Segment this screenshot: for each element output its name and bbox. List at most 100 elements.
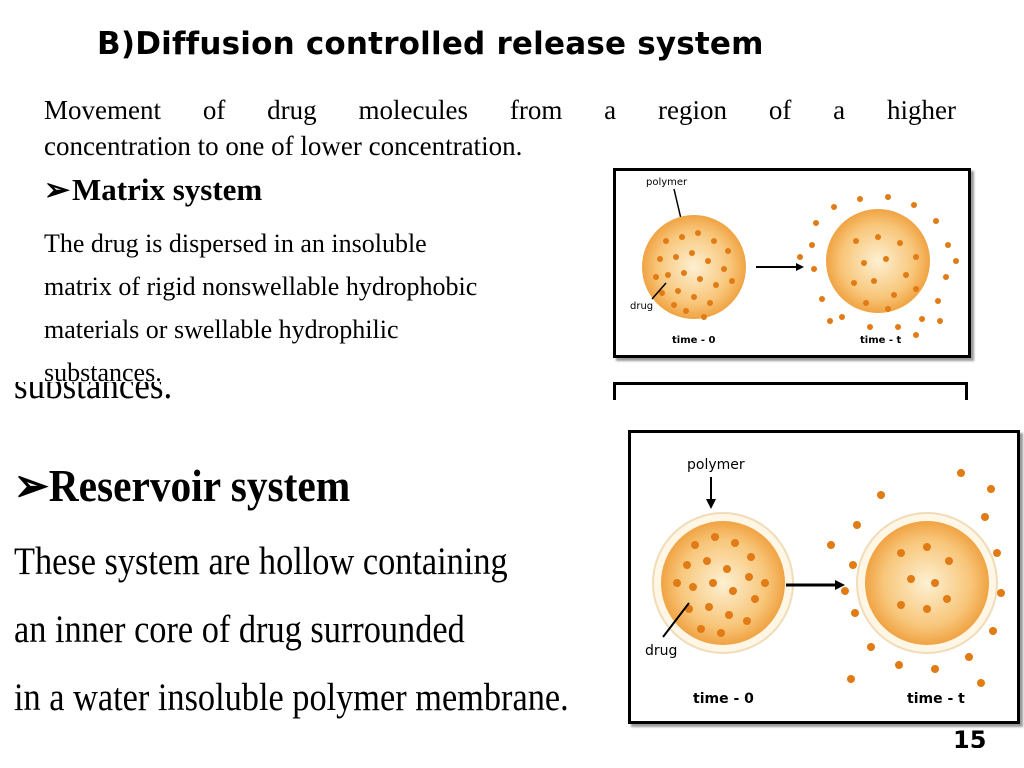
drug-dot [849,561,857,569]
reservoir-heading: ➢Reservoir system [14,458,350,512]
drug-dot [885,194,891,200]
drug-dot [673,254,679,260]
drug-dot [731,539,739,547]
drug-dots-time0 [673,533,769,637]
slide-title: B)Diffusion controlled release system [97,26,764,62]
drug-dot [931,665,939,673]
drug-dot [875,234,881,240]
drug-dot [797,254,803,260]
reservoir-desc-line: an inner core of drug surrounded [14,608,465,651]
drug-dot [725,611,733,619]
drug-dot [913,254,919,260]
drug-dot [923,605,931,613]
drug-dot [981,513,989,521]
drug-dot [883,256,889,262]
reservoir-figure: polymer drug time - 0 time - t [628,430,1020,724]
drug-label: drug [630,301,653,312]
drug-dot [729,587,737,595]
matrix-heading-text: Matrix system [71,172,263,207]
drug-dot [717,629,725,637]
drug-dot [895,324,901,330]
drug-dot [751,595,759,603]
drug-dot [657,256,663,262]
drug-dot [997,589,1005,597]
intro-line-2: concentration to one of lower concentrat… [44,131,523,161]
drug-dot [945,242,951,248]
drug-dot [891,292,897,298]
drug-dot [871,278,877,284]
drug-dot [725,248,731,254]
transition-arrow-head [835,580,845,590]
drug-dot [993,549,1001,557]
drug-dot [861,260,867,266]
time0-label: time - 0 [693,691,754,707]
drug-pointer [651,282,667,300]
matrix-desc-line: matrix of rigid nonswellable hydrophobic [44,272,478,301]
drug-dot [935,298,941,304]
drug-dot [691,541,699,549]
drug-dot [663,238,669,244]
page-number: 15 [953,728,987,748]
drug-dot [867,643,875,651]
drug-dot [711,238,717,244]
bullet-arrow-icon: ➢ [14,460,49,511]
drug-dot [877,491,885,499]
drug-dot [679,234,685,240]
drug-dot [903,272,909,278]
drug-dot [681,270,687,276]
drug-dot [665,272,671,278]
drug-dot [945,557,953,565]
matrix-desc-line: materials or swellable hydrophilic [44,315,399,344]
figure-fragment [613,382,968,402]
drug-dot [673,579,681,587]
drug-dots-time0 [653,230,735,320]
drug-dot [723,565,731,573]
drug-dot [853,521,861,529]
drug-dot [695,230,701,236]
drug-dot [897,549,905,557]
drug-dot [689,583,697,591]
drug-dot [923,543,931,551]
drug-dot [729,278,735,284]
drug-dot [827,318,833,324]
drug-dot [953,258,959,264]
drug-dot [705,258,711,264]
drug-dots-timet [797,194,959,338]
drug-dot [913,286,919,292]
matrix-diagram: polymer drug time - 0 time - t [630,177,959,346]
drug-dot [847,675,855,683]
intro-text: Movement of drug molecules from a region… [44,92,956,164]
drug-dot [851,609,859,617]
drug-dot [895,661,903,669]
drug-dot [703,557,711,565]
drug-dot [711,533,719,541]
drug-dot [689,250,695,256]
polymer-label: polymer [646,177,688,188]
transition-arrow-head [796,263,804,271]
drug-dot [831,204,837,210]
drug-dot [867,324,873,330]
drug-dot [809,242,815,248]
drug-dots-timet [827,469,1005,687]
drug-dot [987,485,995,493]
time0-label: time - 0 [672,335,716,346]
timet-label: time - t [907,691,965,707]
drug-dot [933,218,939,224]
drug-dot [653,274,659,280]
core-time0 [661,521,785,645]
polymer-pointer-head [706,499,716,509]
drug-dot [857,196,863,202]
drug-dot [827,541,835,549]
drug-dot [713,282,719,288]
drug-dot [691,294,697,300]
core-timet [865,521,989,645]
drug-dot [659,290,665,296]
timet-label: time - t [860,335,902,346]
drug-dot [709,579,717,587]
drug-dot [919,316,925,322]
matrix-figure: polymer drug time - 0 time - t [613,168,971,358]
drug-dot [671,302,677,308]
reservoir-desc-line: in a water insoluble polymer membrane. [14,676,569,719]
drug-dot [841,587,849,595]
drug-dot [721,266,727,272]
